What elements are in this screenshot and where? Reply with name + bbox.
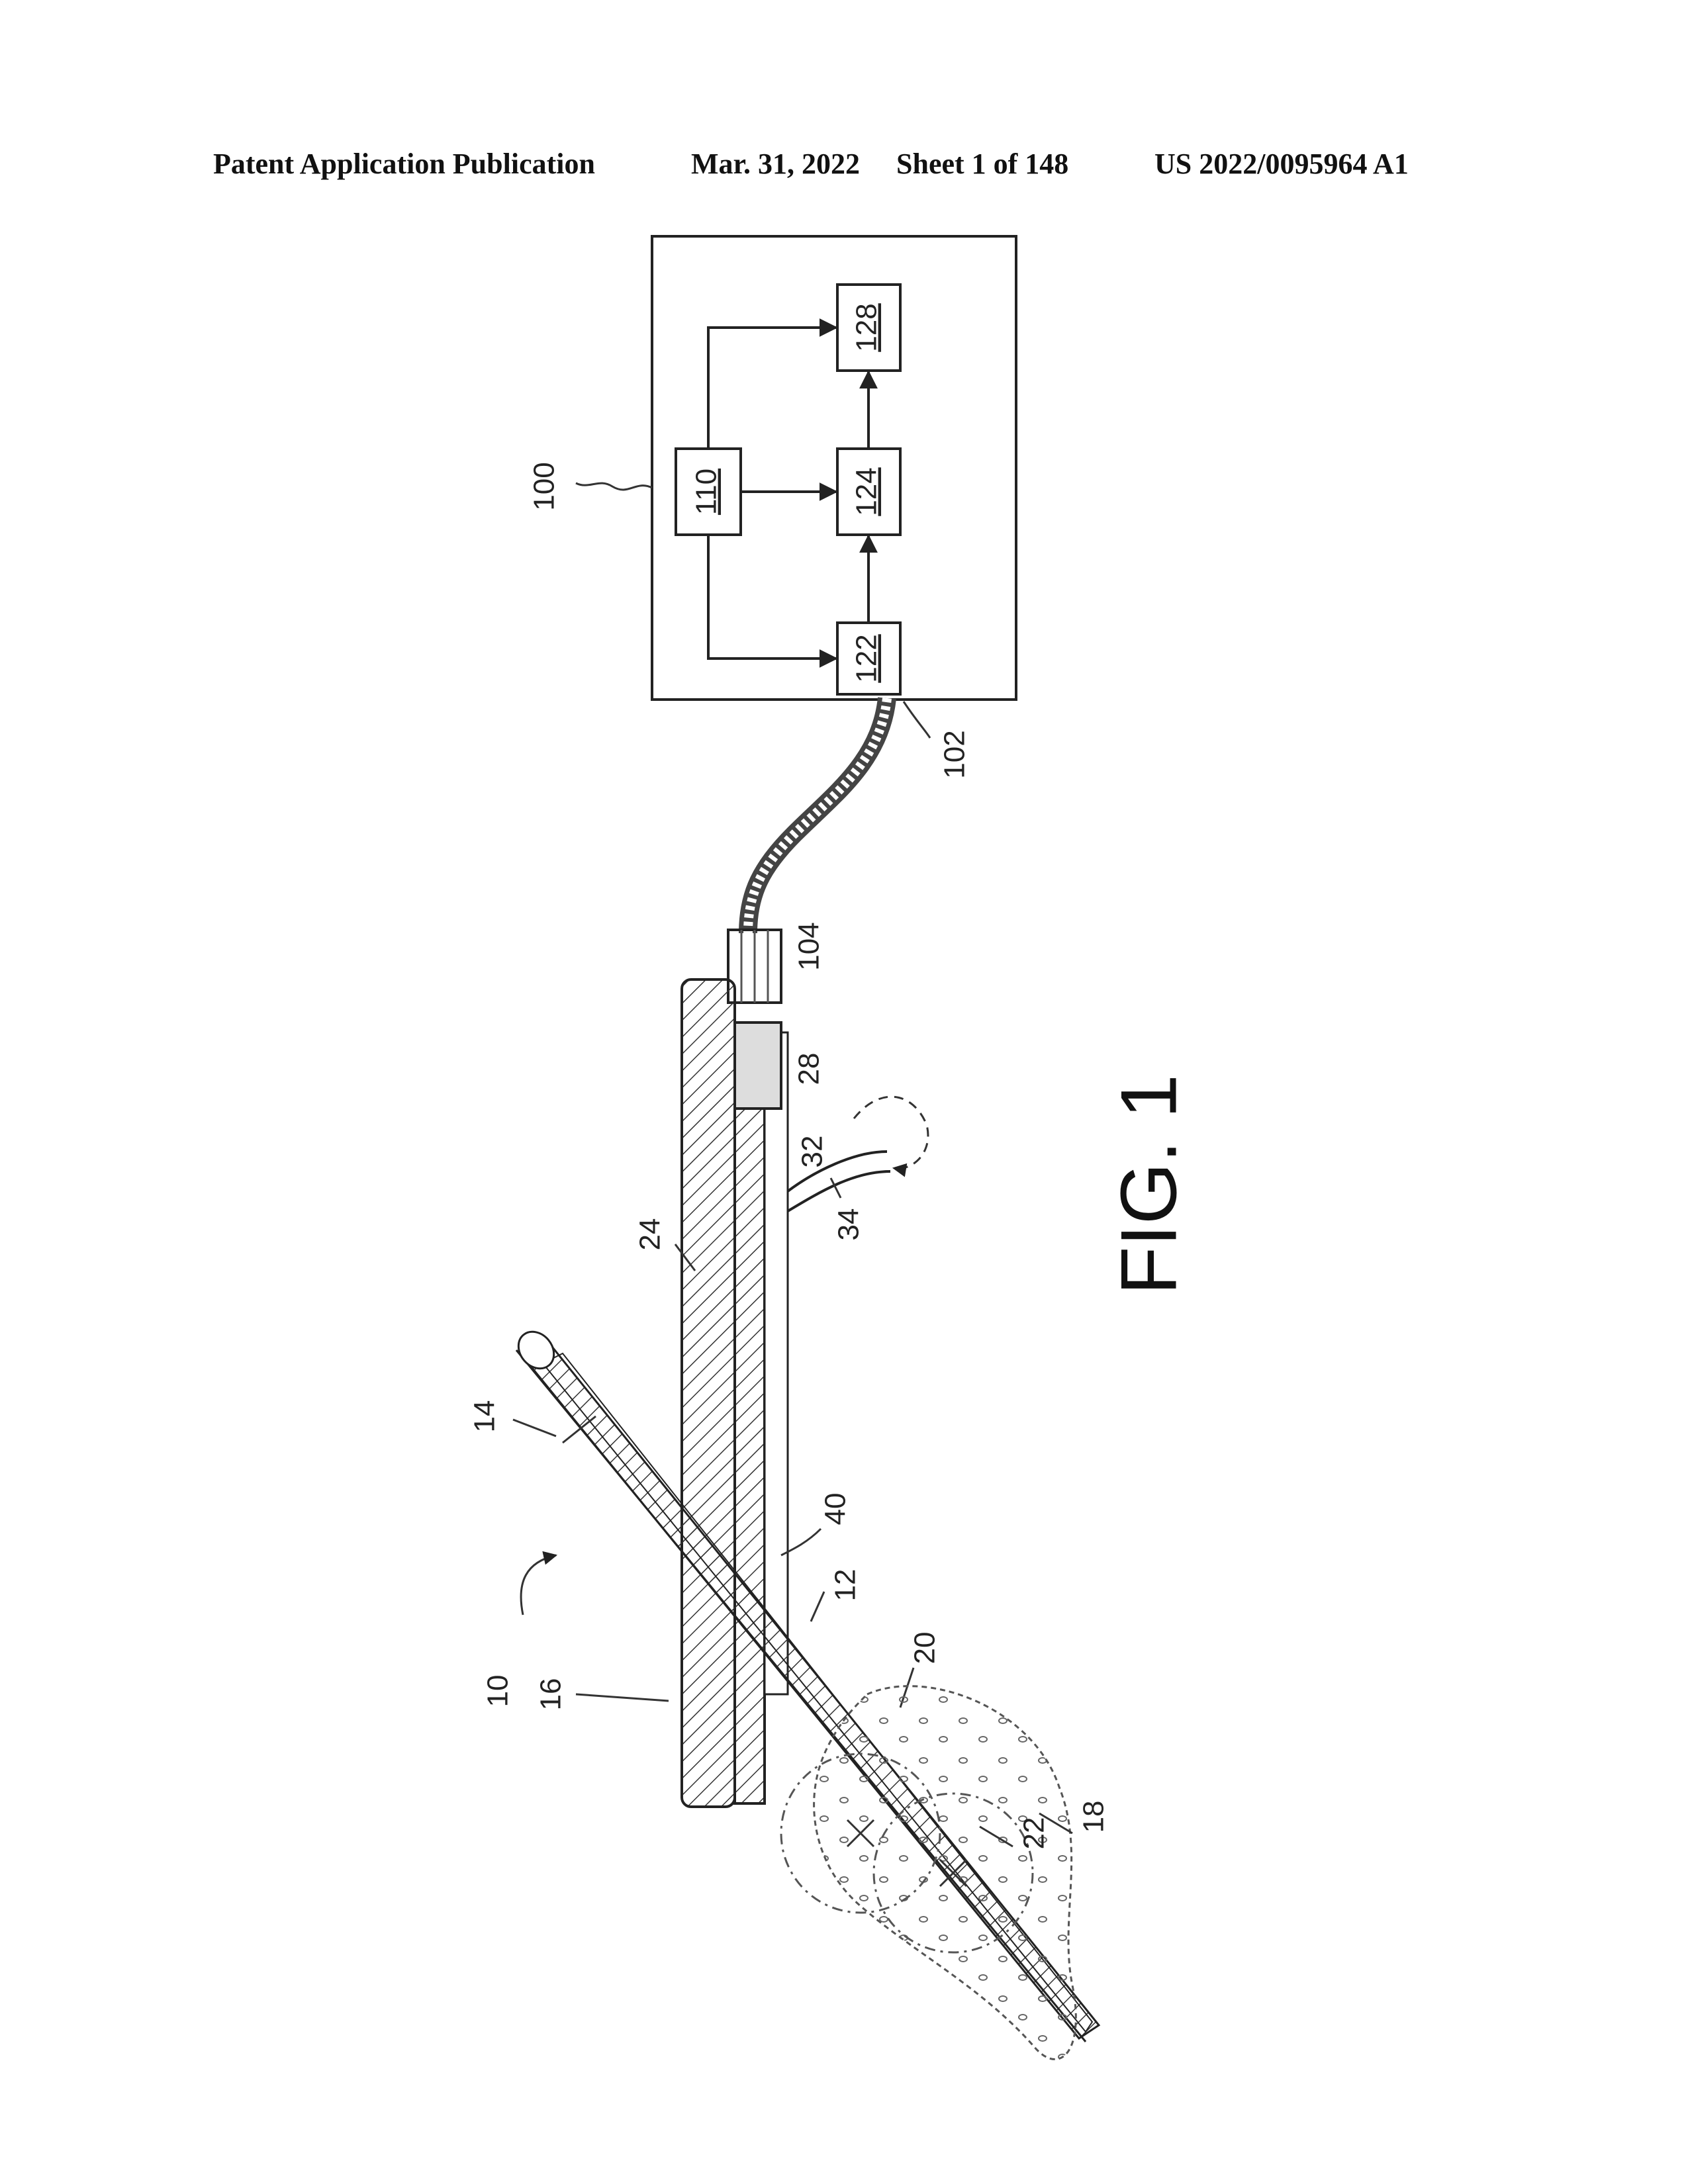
labels-10-16: 10 16 bbox=[482, 1555, 669, 1710]
target-tissue bbox=[781, 1686, 1076, 2060]
ref-40: 40 bbox=[820, 1493, 852, 1525]
controller-unit-100: 110 122 124 128 bbox=[652, 236, 1016, 700]
ref-14: 14 bbox=[469, 1400, 501, 1433]
ref-12: 12 bbox=[829, 1569, 862, 1602]
sensor-28: 28 bbox=[735, 1023, 825, 1109]
ref-128: 128 bbox=[851, 303, 883, 351]
label-14: 14 bbox=[469, 1400, 556, 1436]
ref-104: 104 bbox=[793, 922, 825, 970]
ref-110: 110 bbox=[690, 469, 723, 515]
ref-28: 28 bbox=[793, 1053, 825, 1085]
ref-102: 102 bbox=[939, 730, 971, 778]
tube-32-34: 32 34 bbox=[788, 1097, 928, 1240]
ref-20: 20 bbox=[909, 1632, 941, 1664]
ref-10: 10 bbox=[482, 1675, 514, 1707]
ref-18: 18 bbox=[1078, 1801, 1110, 1833]
block-122: 122 bbox=[837, 623, 900, 694]
ref-24: 24 bbox=[634, 1218, 667, 1251]
ref-124: 124 bbox=[851, 467, 883, 516]
figure-caption: FIG. 1 bbox=[1105, 1074, 1194, 1295]
ref-34: 34 bbox=[833, 1208, 865, 1241]
ref-122: 122 bbox=[851, 634, 883, 682]
label-100: 100 bbox=[528, 462, 652, 510]
ref-22: 22 bbox=[1018, 1817, 1051, 1850]
connector-104: 104 bbox=[728, 922, 825, 1003]
ref-100: 100 bbox=[528, 462, 561, 510]
block-124: 124 bbox=[837, 449, 900, 535]
ref-16: 16 bbox=[535, 1678, 567, 1711]
ref-32: 32 bbox=[796, 1136, 829, 1168]
cable-102: 102 bbox=[748, 698, 971, 933]
block-110: 110 bbox=[676, 449, 741, 535]
signal-arrows bbox=[708, 328, 868, 659]
block-128: 128 bbox=[837, 285, 900, 371]
